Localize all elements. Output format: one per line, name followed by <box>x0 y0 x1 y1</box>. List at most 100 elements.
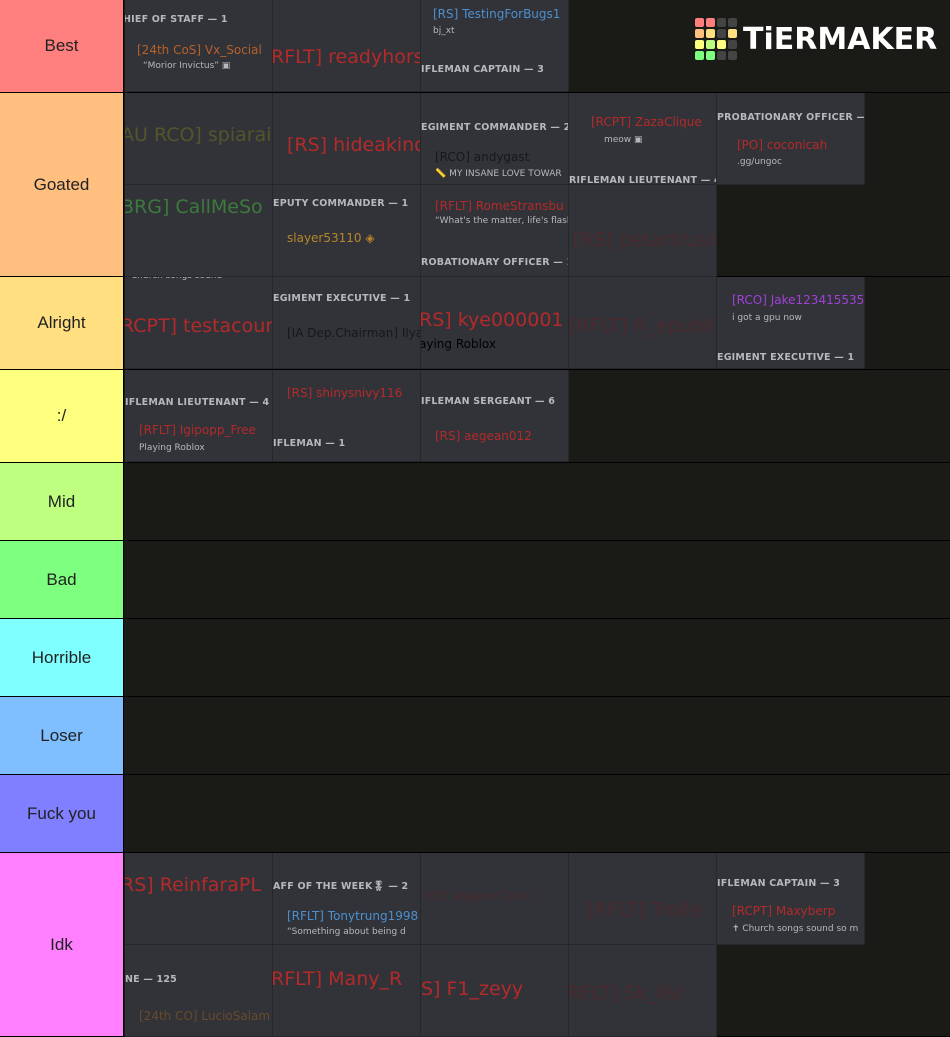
tier-row-horrible: Horrible <box>0 619 950 697</box>
status-text: 📏 MY INSANE LOVE TOWAR <box>435 169 562 179</box>
logo-square <box>728 29 737 38</box>
tier-item[interactable]: BRG] CallMeSo <box>125 185 273 277</box>
tier-row-fuck-you: Fuck you <box>0 775 950 853</box>
member-name: AU RCO] spiarailX <box>125 124 272 146</box>
status-text: Playing Roblox <box>139 443 205 453</box>
tier-label[interactable]: :/ <box>0 370 124 462</box>
member-name: RFLT] Sk_lls( <box>569 982 685 1004</box>
tier-item[interactable]: [RS] petartrusic <box>569 185 717 277</box>
tier-item[interactable]: [RCPT] ZazaClique meow ▣ RIFLEMAN LIEUTENA… <box>569 93 717 185</box>
member-name: [RS] WagnerCarte <box>423 889 531 903</box>
role-header: EGIMENT COMMANDER — 2 <box>421 122 569 133</box>
status-text: .gg/ungoc <box>737 157 782 167</box>
tier-row-mid: Mid <box>0 463 950 541</box>
member-name: [RFLT] RomeStransbu <box>435 199 564 213</box>
tier-item[interactable]: RS] kye000001 aying Roblox <box>421 277 569 369</box>
logo-square <box>706 51 715 60</box>
tier-label[interactable]: Best <box>0 0 124 92</box>
tier-item[interactable]: RS] ReinfaraPL <box>125 853 273 945</box>
member-name: [RS] petartrusic <box>573 229 717 251</box>
member-name: [RCO] andygast <box>435 150 530 164</box>
member-name: [RFLT] Igipopp_Free <box>139 423 256 437</box>
role-header: ROBATIONARY OFFICER — 1 <box>421 257 569 268</box>
tier-label[interactable]: Loser <box>0 697 124 774</box>
role-header: PROBATIONARY OFFICER — 1 <box>717 112 865 123</box>
role-header: IFLEMAN CAPTAIN — 3 <box>421 64 545 75</box>
logo-square <box>717 18 726 27</box>
member-name: RS] kye000001 <box>421 309 564 331</box>
logo-text: TiERMAKER <box>743 21 938 57</box>
member-name: BRG] CallMeSo <box>125 196 263 218</box>
tier-item[interactable]: [RFLT] R_epubli <box>569 277 717 369</box>
status-text: “Something about being d <box>287 927 406 937</box>
tier-item[interactable]: [RFLT] RomeStransbu “What's the matter, l… <box>421 185 569 277</box>
tier-label[interactable]: Mid <box>0 463 124 540</box>
member-name: [RS] shinysnivy116 <box>287 386 403 400</box>
status-text: meow ▣ <box>604 135 643 145</box>
logo-square <box>695 29 704 38</box>
role-header: IFLEMAN LIEUTENANT — 4 <box>125 397 270 408</box>
role-header: IFLEMAN — 1 <box>273 438 346 449</box>
tier-item[interactable]: RFLT] Many_R <box>273 945 421 1037</box>
logo-square <box>706 29 715 38</box>
tier-item[interactable]: EGIMENT COMMANDER — 2 [RCO] andygast 📏 MY … <box>421 93 569 185</box>
role-header: IFLEMAN SERGEANT — 6 <box>421 396 556 407</box>
logo-square <box>717 51 726 60</box>
role-header: HIEF OF STAFF — 1 <box>125 14 228 25</box>
role-header: EGIMENT EXECUTIVE — 1 <box>717 352 855 363</box>
tier-item[interactable]: S] F1_zeyy <box>421 945 569 1037</box>
tier-item[interactable]: IFLEMAN SERGEANT — 6[RS] aegean012 <box>421 370 569 462</box>
tier-label[interactable]: Idk <box>0 853 124 1036</box>
tier-item[interactable]: RFLT] readyhors <box>273 0 421 92</box>
tier-item[interactable]: HIEF OF STAFF — 1 [24th CoS] Vx_Social “Mo… <box>125 0 273 92</box>
status-text: “What's the matter, life's flash <box>435 216 569 226</box>
tier-item[interactable]: EGIMENT EXECUTIVE — 1[IA Dep.Chairman] I… <box>273 277 421 369</box>
tier-label[interactable]: Alright <box>0 277 124 369</box>
tier-label[interactable]: Bad <box>0 541 124 618</box>
status-text: bj_xt <box>433 26 455 36</box>
logo-square <box>728 51 737 60</box>
logo-square <box>695 40 704 49</box>
tiermaker-logo: TiERMAKER <box>695 18 937 60</box>
member-name: [RCO] Jake123415535 <box>732 293 865 307</box>
tier-row-loser: Loser <box>0 697 950 775</box>
logo-square <box>695 51 704 60</box>
tier-item[interactable]: IFLEMAN CAPTAIN — 3[RCPT] Maxyberp✝ Chur… <box>717 853 865 945</box>
member-name: aying Roblox <box>421 337 496 351</box>
tier-label[interactable]: Fuck you <box>0 775 124 852</box>
tier-item[interactable]: NE — 125[24th CO] LucioSalam <box>125 945 273 1037</box>
role-header: EPUTY COMMANDER — 1 <box>273 198 409 209</box>
status-text: “Morior Invictus” ▣ <box>143 61 231 71</box>
tier-item[interactable]: [RS] hideakino <box>273 93 421 185</box>
tier-row-goated: GoatedAU RCO] spiarailX [RS] hideakinoEGI… <box>0 93 950 277</box>
member-name: RS] ReinfaraPL <box>125 874 261 896</box>
member-name: [RCPT] Maxyberp <box>732 904 836 918</box>
tier-item[interactable]: AFF OF THE WEEK🎖 — 2[RFLT] Tonytrung1998… <box>273 853 421 945</box>
member-name: [24th CoS] Vx_Social <box>137 43 262 57</box>
member-name: [RFLT] Tonytrung1998 <box>287 909 419 923</box>
member-name: S] F1_zeyy <box>421 978 524 1000</box>
tier-label[interactable]: Goated <box>0 93 124 276</box>
member-name: [RCPT] ZazaClique <box>591 115 702 129</box>
member-name: [24th CO] LucioSalam <box>139 1009 271 1023</box>
role-header: RIFLEMAN LIEUTENANT — 4 <box>569 175 717 185</box>
member-name: [RS] hideakino <box>287 134 421 156</box>
tier-item[interactable]: [RS] WagnerCarte <box>421 853 569 945</box>
tier-item[interactable]: IFLEMAN LIEUTENANT — 4 [RFLT] Igipopp_Fre… <box>125 370 273 462</box>
status-text: Church songs sound <box>131 277 222 281</box>
member-name: [RFLT] Trolle <box>587 899 702 921</box>
tier-item[interactable]: PROBATIONARY OFFICER — 1[PO] coconicah.g… <box>717 93 865 185</box>
tier-label[interactable]: Horrible <box>0 619 124 696</box>
tier-item[interactable]: Church songs soundRCPT] testacoun <box>125 277 273 369</box>
member-name: RFLT] Many_R <box>273 968 403 990</box>
tier-item[interactable]: AU RCO] spiarailX <box>125 93 273 185</box>
logo-square <box>706 18 715 27</box>
tier-item[interactable]: RFLT] Sk_lls( <box>569 945 717 1037</box>
tier-item[interactable]: [RFLT] Trolle <box>569 853 717 945</box>
